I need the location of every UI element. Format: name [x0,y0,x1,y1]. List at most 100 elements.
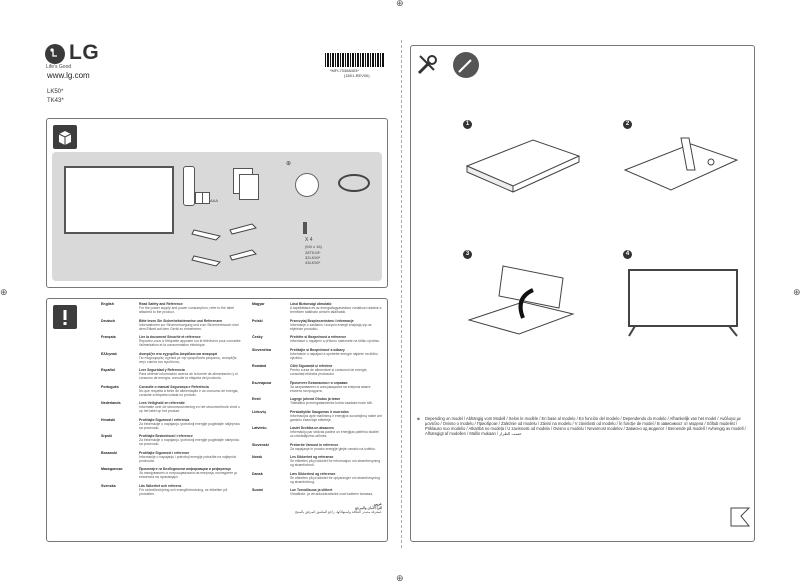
safety-lang: Latviešu [252,426,267,430]
website-link[interactable]: www.lg.com [47,71,90,80]
warning-icon [53,305,77,329]
safety-lang: Eesti [252,397,261,401]
safety-lang: Suomi [252,488,263,492]
step-3-illustration [467,265,575,335]
safety-body: Se etiketten på produktet for informasjo… [290,459,381,467]
step-3-number: 3 [463,250,472,259]
screw-model-2: 32LK50* [305,255,321,260]
tv-panel-icon [64,166,174,234]
safety-lang: Български [252,380,272,385]
accessories-area: AAA ⊕ X 4 (M4 x 16) 28TK43* 32LK50* 43LK… [52,152,382,281]
safety-body: For the power supply and power consumpti… [139,306,234,314]
safety-lang: Ελληνικά [101,351,117,356]
safety-body: Za informacije o napajanju i potrošnji e… [139,438,240,446]
safety-title: Przeczytaj Bezpieczeństwo i informacje [290,318,354,323]
safety-title: Læs Sikkerhed og reference [290,471,336,476]
barcode-number: *MFL70368403* [330,68,359,73]
power-cord-icon [338,174,370,192]
safety-lang: Français [101,335,116,339]
safety-lang: Slovenski [252,442,269,447]
safety-body: Για πληροφορίες σχετικά με την τροφοδοσί… [139,355,237,364]
safety-body: За напојувањето и потрошувачката на енер… [139,471,237,479]
safety-title: اقرأ الأمان والمرجع [355,506,382,510]
safety-lang: Español [101,368,115,372]
safety-lang: عربي [373,502,382,506]
crop-mark-bottom: ⊕ [396,573,404,583]
safety-lang: Slovenčina [252,347,271,352]
safety-body: Informationen zur Stromversorgung und zu… [139,322,239,331]
brand-logo-text: LG [69,41,100,64]
safety-title: Lue Turvallisuus ja viitteet [290,488,333,492]
safety-title: Read Safety and Reference [139,302,183,306]
safety-lang: Lietuvių [252,409,266,414]
safety-title: Pročitajte Sigurnost i referenca [139,417,190,422]
screw-model-1: 28TK43* [305,250,321,255]
tools-icon [416,52,440,76]
screw-model-3: 43LK50* [305,260,321,265]
safety-title: Perskaitykite Saugumas ir nuorodos [290,409,349,414]
safety-item-arabic: عربي اقرأ الأمان والمرجع لمعرفة مصدر الط… [252,502,382,514]
safety-lang: Dansk [252,471,263,476]
safety-body: Toiteallika ja energiatarbimise kohta va… [290,401,373,405]
safety-lang: Norsk [252,455,263,459]
fold-line [401,40,402,548]
safety-lang: Bosanski [101,450,117,455]
crop-mark-top: ⊕ [396,0,404,8]
crop-mark-left: ⊕ [0,287,8,297]
safety-body: Pentru sursa de alimentare și consumul d… [290,368,368,376]
safety-body: Informacijos apie maitinimą ir energijos… [290,413,382,422]
optional-mark-icon: ⊕ [286,161,292,167]
no-screwdriver-icon [453,52,479,78]
screw-icon [303,222,307,234]
step-4-number: 4 [623,250,632,259]
safety-title: Прочитајте ги Безбедносни информации и р… [139,467,231,471]
safety-title: Läs Säkerhet och referens [139,483,182,488]
safety-body: لمعرفة مصدر الطاقة واستهلاكها، راجع المل… [295,510,382,514]
safety-item: Македонски Прочитајте ги Безбедносни инфо… [101,467,241,479]
safety-title: Lasiet Drošība un atsauces [290,426,334,430]
remote-control-icon [183,166,195,206]
screw-spec: (M4 x 16) [305,244,322,249]
safety-body: Informace o napájení a příkonu naleznete… [290,339,381,343]
safety-body: Informatie over de stroomvoorziening en … [139,405,240,413]
battery-icon [202,192,210,204]
crop-mark-right: ⊕ [793,287,801,297]
safety-lang: Deutsch [101,318,116,323]
safety-title: Lugege juhend Ohutus ja teave [290,397,341,401]
safety-lang: Македонски [101,467,123,471]
safety-item: Ελληνικά Ανατρέξτε στο εγχειρίδιο Ασφάλει… [101,352,241,364]
step-4-illustration [628,269,738,337]
safety-title: Pročitajte Bezbednost i reference [139,434,193,438]
safety-lang: Magyar [252,302,265,306]
stand-icon [191,223,257,267]
model-1: LK50* [47,89,64,95]
battery-label: AAA [210,198,219,203]
safety-lang: Hrvatski [101,417,116,422]
safety-body: No que respeita à fonte de alimentação e… [139,388,239,397]
brand-slogan: Life's Good [46,64,72,70]
page-turn-icon [730,507,751,527]
safety-title: Lásd Biztonsági útmutató [290,302,332,306]
safety-title: Lire la document Sécurité et référence [139,335,201,339]
step-1-illustration [465,139,581,193]
safety-title: Lees Veiligheid en referentie [139,401,185,405]
safety-title: Ανατρέξτε στο εγχειρίδιο Ασφάλεια και αν… [139,351,217,356]
safety-lang: Română [252,364,267,368]
safety-body: Informāciju par strāvas padevi un enerģi… [290,430,379,438]
safety-item: Hrvatski Pročitajte Sigurnost i referenca… [101,418,241,430]
